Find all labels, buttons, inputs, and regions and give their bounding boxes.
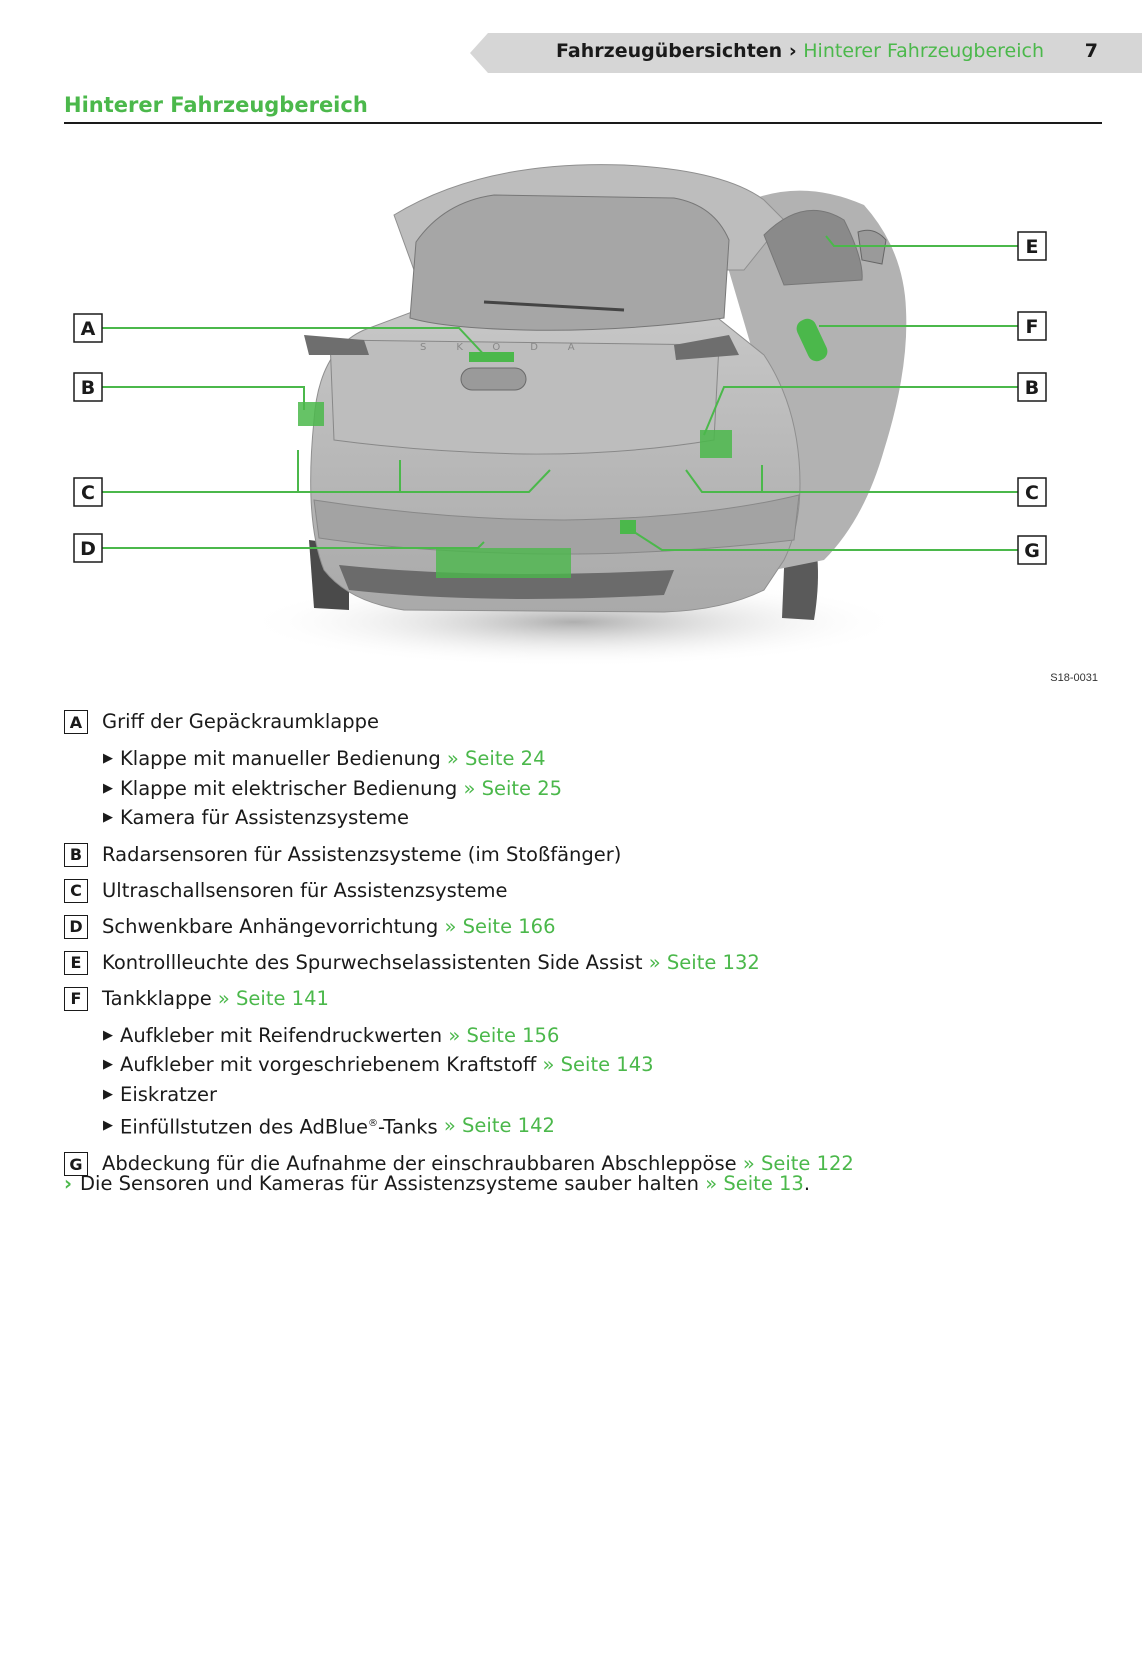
subitem-text: Klappe mit elektrischer Bedienung — [120, 776, 458, 800]
subitem-text: Aufkleber mit vorgeschriebenem Kraftstof… — [120, 1053, 537, 1076]
callout-text-B-right: B — [1025, 377, 1039, 399]
callout-lines — [102, 235, 1018, 551]
callout-text-F: F — [1026, 316, 1039, 338]
callout-label-A: A — [73, 313, 103, 343]
legend-entry-e: E Kontrollleuchte des Spurwechselassiste… — [64, 949, 1104, 977]
header-chapter: Fahrzeugübersichten — [556, 40, 783, 62]
subitem-text: Kamera für Assistenzsysteme — [120, 806, 409, 829]
header-separator: › — [782, 40, 804, 62]
bullet-triangle-icon: ▶ — [103, 1117, 113, 1133]
page-reference-link[interactable]: » Seite 13 — [705, 1172, 804, 1195]
legend-subitem: ▶ Einfüllstutzen des AdBlue®-Tanks » Sei… — [103, 1109, 1104, 1142]
running-header: Fahrzeugübersichten › Hinterer Fahrzeugb… — [556, 40, 1044, 62]
bullet-triangle-icon: ▶ — [103, 751, 113, 766]
page-reference-link[interactable]: » Seite 25 — [463, 776, 563, 800]
page-reference-link[interactable]: » Seite 156 — [448, 1023, 560, 1047]
figure-code: S18-0031 — [1050, 672, 1098, 684]
callout-label-B-left: B — [73, 372, 103, 402]
note-end: . — [803, 1172, 811, 1195]
page-reference-link[interactable]: » Seite 166 — [444, 914, 556, 938]
legend-badge: D — [64, 914, 88, 939]
legend-badge: A — [64, 710, 88, 734]
legend-text: Kontrollleuchte des Spurwechselassistent… — [102, 950, 643, 974]
subitem-text: Einfüllstutzen des AdBlue®-Tanks — [120, 1115, 438, 1139]
callout-label-D: D — [73, 533, 103, 563]
page-reference-link[interactable]: » Seite 24 — [446, 747, 546, 770]
legend-text: Tankklappe — [102, 986, 212, 1010]
legend-text: Ultraschallsensoren für Assistenzsysteme — [102, 878, 508, 902]
legend-badge: E — [64, 950, 88, 975]
legend-list: A Griff der Gepäckraumklappe ▶ Klappe mi… — [64, 708, 1104, 1186]
registered-mark: ® — [368, 1118, 379, 1129]
highlight-radar-right-B — [700, 430, 732, 458]
legend-text: Griff der Gepäckraumklappe — [102, 710, 379, 733]
legend-badge: F — [64, 986, 88, 1011]
subitem-text: Klappe mit manueller Bedienung — [120, 747, 441, 770]
callout-label-C-right: C — [1017, 477, 1047, 507]
legend-subitem: ▶ Aufkleber mit vorgeschriebenem Kraftst… — [103, 1050, 1104, 1080]
callout-text-B-left: B — [81, 377, 95, 399]
legend-text: Abdeckung für die Aufnahme der einschrau… — [102, 1152, 737, 1175]
callout-label-B-right: B — [1017, 372, 1047, 402]
callout-text-E: E — [1026, 236, 1039, 258]
bullet-triangle-icon: ▶ — [103, 1086, 113, 1102]
header-section: Hinterer Fahrzeugbereich — [803, 40, 1044, 62]
callout-label-C-left: C — [73, 477, 103, 507]
legend-text: Schwenkbare Anhängevorrichtung — [102, 914, 439, 938]
bullet-triangle-icon: ▶ — [103, 780, 113, 796]
legend-entry-f: F Tankklappe » Seite 141 — [64, 985, 1104, 1013]
legend-subitem: ▶ Aufkleber mit Reifendruckwerten » Seit… — [103, 1021, 1104, 1051]
section-title: Hinterer Fahrzeugbereich — [64, 93, 368, 117]
legend-subitem: ▶ Kamera für Assistenzsysteme — [103, 803, 1104, 833]
note-text: Die Sensoren und Kameras für Assistenzsy… — [80, 1172, 700, 1195]
legend-badge: C — [64, 878, 88, 903]
callout-label-F: F — [1017, 311, 1047, 341]
legend-entry-d: D Schwenkbare Anhängevorrichtung » Seite… — [64, 913, 1104, 941]
highlight-radar-left-B — [298, 402, 324, 426]
subitem-text: Aufkleber mit Reifendruckwerten — [120, 1023, 443, 1047]
legend-entry-a: A Griff der Gepäckraumklappe — [64, 708, 1104, 736]
page-reference-link[interactable]: » Seite 132 — [648, 950, 760, 974]
bullet-triangle-icon: ▶ — [103, 1057, 113, 1072]
svg-text:SKODA: SKODA — [420, 342, 605, 353]
header-bar — [470, 33, 1142, 73]
highlight-towbar-D — [436, 548, 571, 578]
page-reference-link[interactable]: » Seite 122 — [742, 1152, 854, 1175]
bullet-triangle-icon: ▶ — [103, 810, 113, 825]
callout-text-G: G — [1024, 540, 1040, 562]
page-number: 7 — [1084, 40, 1098, 62]
car-rear-figure: SKODA A B C D — [73, 164, 1047, 667]
subitem-text: Eiskratzer — [120, 1082, 218, 1106]
cleaning-note: › Die Sensoren und Kameras für Assistenzs… — [64, 1172, 810, 1195]
legend-badge: G — [64, 1152, 88, 1176]
callout-text-A: A — [81, 318, 96, 340]
legend-subitem: ▶ Klappe mit manueller Bedienung » Seite… — [103, 744, 1104, 774]
chevron-right-icon: › — [64, 1172, 73, 1195]
title-rule — [64, 122, 1102, 124]
legend-text: Radarsensoren für Assistenzsysteme (im S… — [102, 842, 622, 866]
legend-badge: B — [64, 842, 88, 867]
callout-text-D: D — [80, 538, 96, 560]
highlight-handle-A — [469, 352, 514, 362]
page-reference-link[interactable]: » Seite 141 — [217, 986, 329, 1010]
legend-subitem: ▶ Eiskratzer — [103, 1080, 1104, 1110]
bullet-triangle-icon: ▶ — [103, 1027, 113, 1043]
legend-entry-b: B Radarsensoren für Assistenzsysteme (im… — [64, 841, 1104, 869]
callout-text-C-left: C — [81, 482, 95, 504]
legend-entry-c: C Ultraschallsensoren für Assistenzsyste… — [64, 877, 1104, 905]
callout-text-C-right: C — [1025, 482, 1039, 504]
legend-entry-g: G Abdeckung für die Aufnahme der einschr… — [64, 1150, 1104, 1178]
legend-subitem: ▶ Klappe mit elektrischer Bedienung » Se… — [103, 774, 1104, 804]
callout-label-G: G — [1017, 535, 1047, 565]
highlight-fuel-flap-F — [796, 318, 828, 362]
page-reference-link[interactable]: » Seite 143 — [542, 1053, 654, 1076]
callout-label-E: E — [1017, 231, 1047, 261]
page-reference-link[interactable]: » Seite 142 — [443, 1113, 555, 1137]
car-illustration: SKODA — [244, 164, 907, 667]
